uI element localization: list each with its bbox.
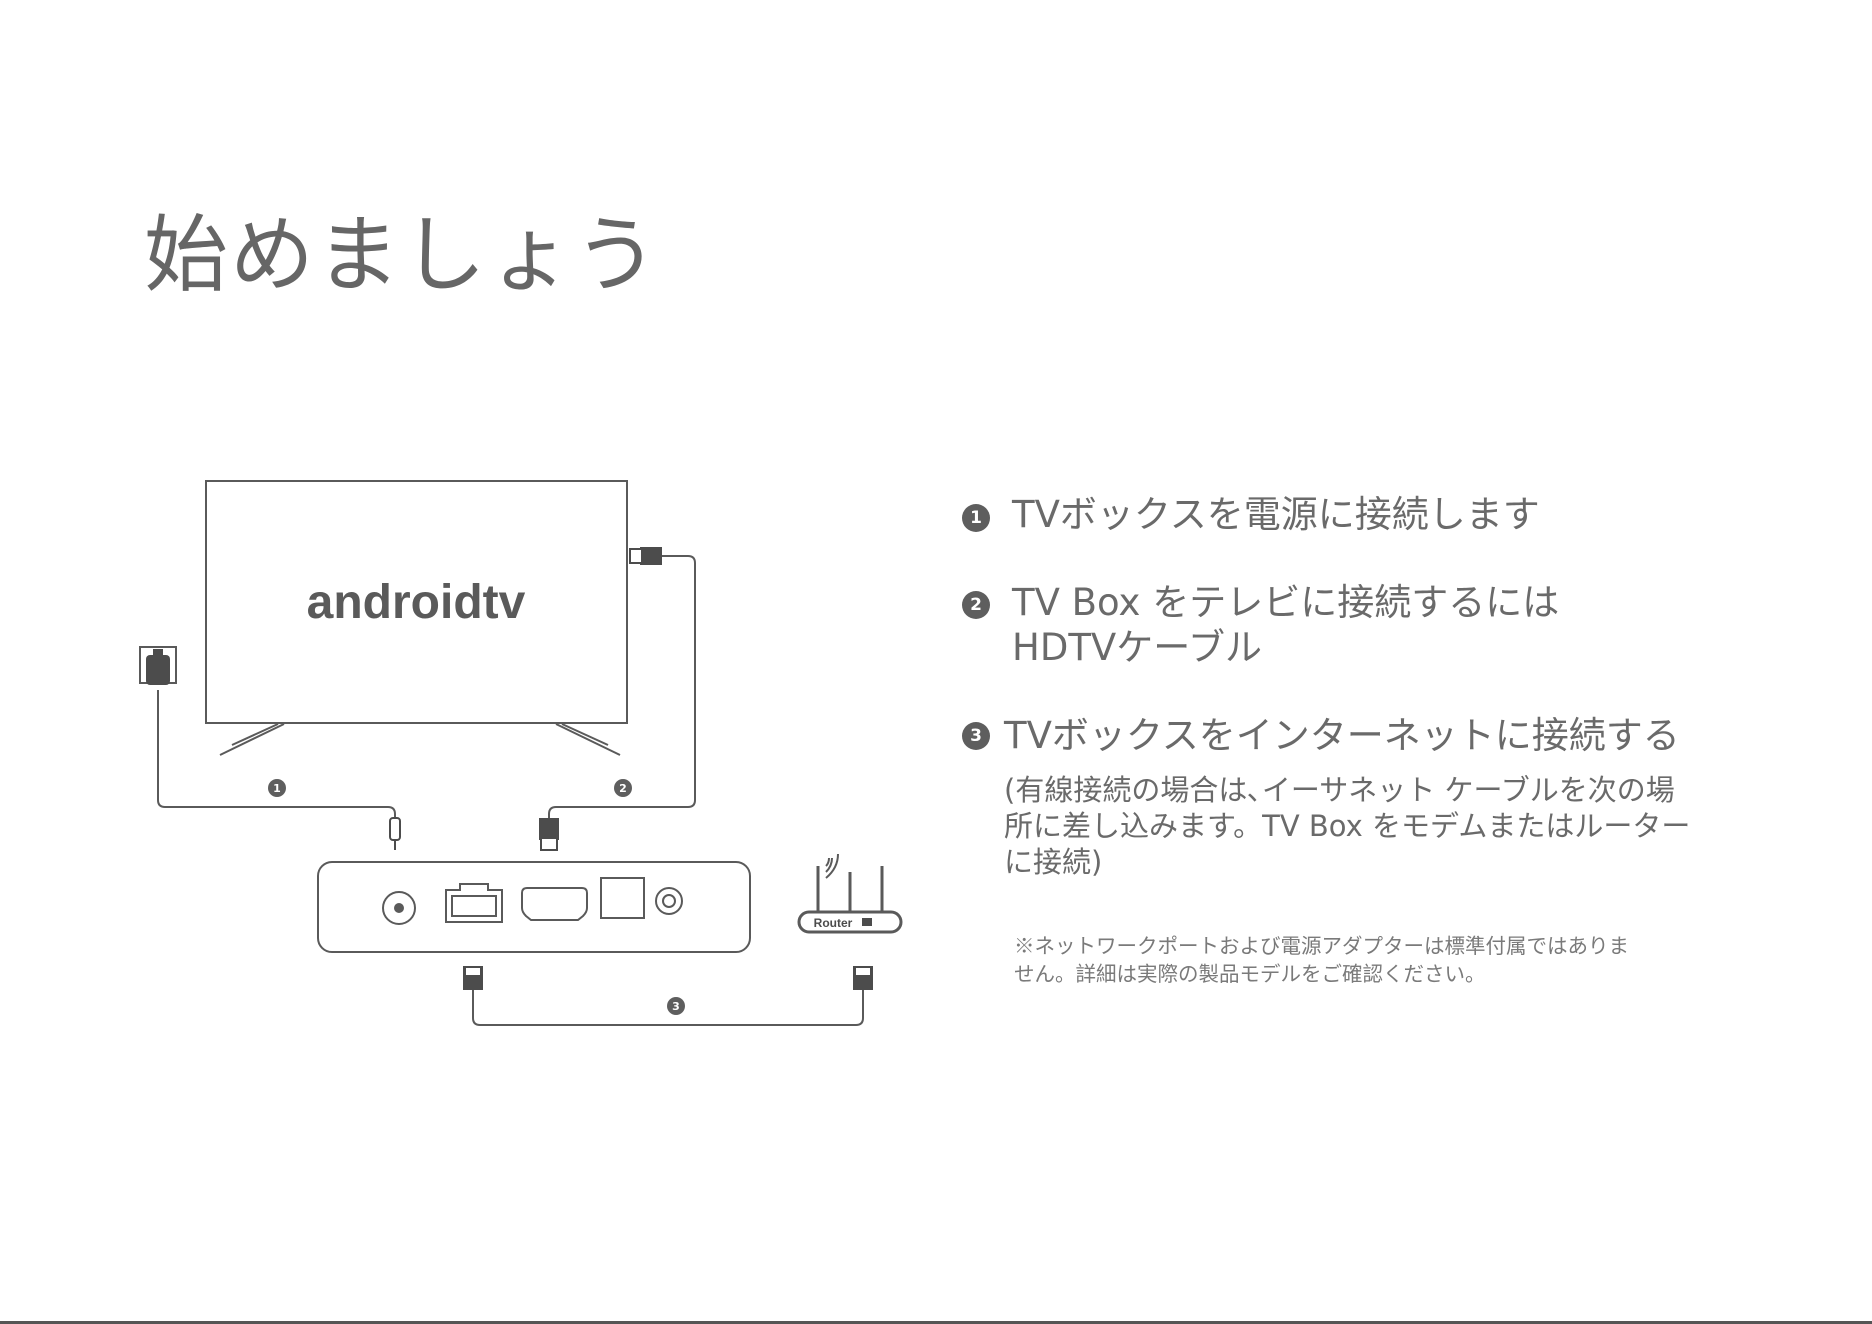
step-3-title: TVボックスをインターネットに接続する [1004,713,1680,758]
ethernet-connector-router [853,966,873,990]
svg-text:2: 2 [619,782,627,795]
step-2-title-line-1: TV Box をテレビに接続するには [1012,580,1559,625]
cable-badge-1: 1 [268,779,286,797]
hdmi-cable [549,556,695,818]
svg-text:1: 1 [273,782,281,795]
hdmi-port [522,888,587,920]
step-3-desc-line-3: に接続) [1004,844,1690,880]
power-cable [158,690,395,818]
svg-text:3: 3 [672,1000,680,1013]
step-1-title: TVボックスを電源に接続します [1012,492,1540,537]
ethernet-connector-box [463,966,483,990]
optical-port [601,878,644,918]
wifi-icon [826,854,838,878]
tv-leg-left [220,724,284,755]
router-label: Router [814,916,853,930]
step-3-desc-line-1: (有線接続の場合は､イーサネット ケーブルを次の場 [1004,772,1690,808]
step-2-badge: 2 [962,591,990,619]
power-connector [390,818,400,850]
tv-logo: androidtv [307,576,526,629]
tv-leg-right-2 [562,724,608,745]
tv-leg-right [556,724,620,755]
tv-leg-left-2 [232,724,278,745]
footnote-line-1: ※ネットワークポートおよび電源アダプターは標準付属ではありま [1014,932,1694,960]
power-plug [146,649,170,685]
step-3-description: (有線接続の場合は､イーサネット ケーブルを次の場 所に差し込みます。TV Bo… [1004,772,1690,880]
step-1-title-line-1: TVボックスを電源に接続します [1012,493,1540,536]
av-port [656,888,682,914]
cable-badge-3: 3 [667,997,685,1015]
cable-badge-2: 2 [614,779,632,797]
footnote-line-2: せん。詳細は実際の製品モデルをご確認ください。 [1014,960,1694,988]
step-2-title-line-2: HDTVケーブル [1012,625,1559,670]
step-3-title-line-1: TVボックスをインターネットに接続する [1004,714,1680,757]
step-3-desc-line-2: 所に差し込みます。TV Box をモデムまたはルーター [1004,808,1690,844]
step-1-badge: 1 [962,504,990,532]
hdmi-connector-box [539,818,559,850]
step-3-badge: 3 [962,722,990,750]
step-2-title: TV Box をテレビに接続するには HDTVケーブル [1012,580,1559,670]
hdmi-connector-tv [630,547,662,565]
footnote: ※ネットワークポートおよび電源アダプターは標準付属ではありま せん。詳細は実際の… [1014,932,1694,988]
